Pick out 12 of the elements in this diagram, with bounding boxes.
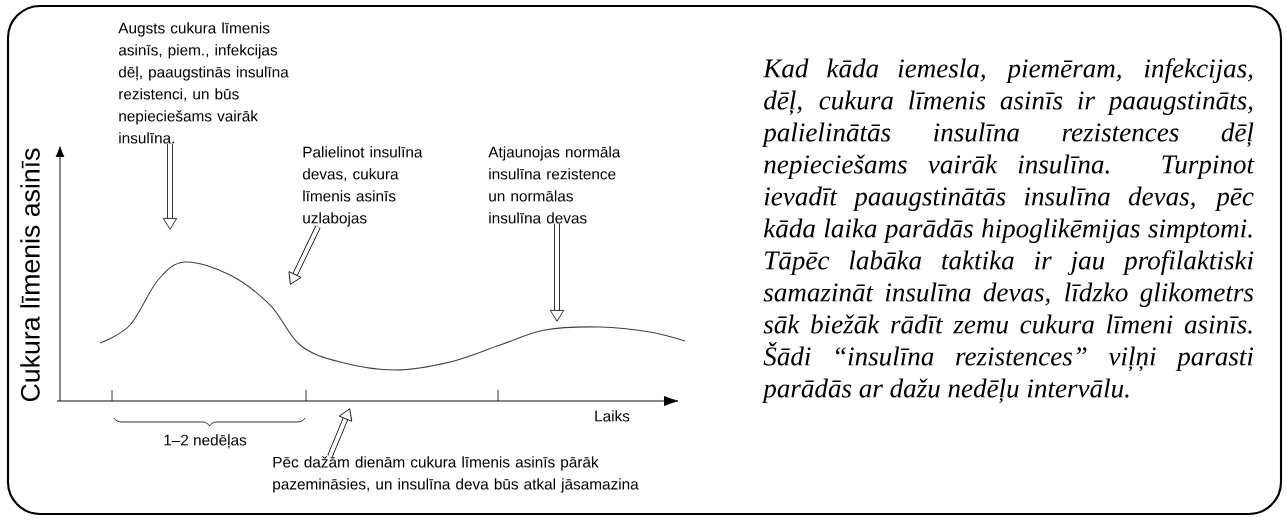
brace-label: 1–2 nedēļas [164,434,247,449]
description-paragraph: Kad kāda iemesla, piemēram, infekcijas, dēļ, cukura līmenis asinīs ir paaugstināts, palielinātās insulīna rezistences dēļ nepieciešams vairāk insulīna. Turpinot ievadīt paaugstinātās insulīna devas, pēc kāda laika parādās hipoglikēmijas simptomi. Tāpēc labāka taktika ir jau profilaktiski samazināt insulīna devas, līdzko glikometrs sāk biežāk rādīt zemu cukura līmeni asinīs. Šādi “insulīna rezistences” viļņi parasti parādās ar dažu nedēļu intervālu. [761,58,1255,404]
hollow-arrow [162,143,178,230]
axis-title: Laiks [595,410,630,422]
annotation-text: Atjaunojas normāla insulīna rezistence un normālas insulīna devas [488,146,621,224]
hollow-arrow [288,225,321,285]
annotation-text: Augsts cukura līmenis asinīs, piem., infekcijas dēļ, paaugstinās insulīna rezistenci, un būs nepieciešams vairāk insulīna. [118,22,289,144]
axis-title: Cukura līmenis asinīs [20,148,40,402]
annotation-text: Palielinot insulīna devas, cukura līmenis asinīs uzlabojas [302,146,423,227]
annotation-text: Pēc dažām dienām cukura līmenis asinīs pārāk pazemināsies, un insulīna deva būs atkal jāsamazina [273,456,639,493]
hollow-arrow [327,408,353,458]
hollow-arrow [549,223,565,322]
